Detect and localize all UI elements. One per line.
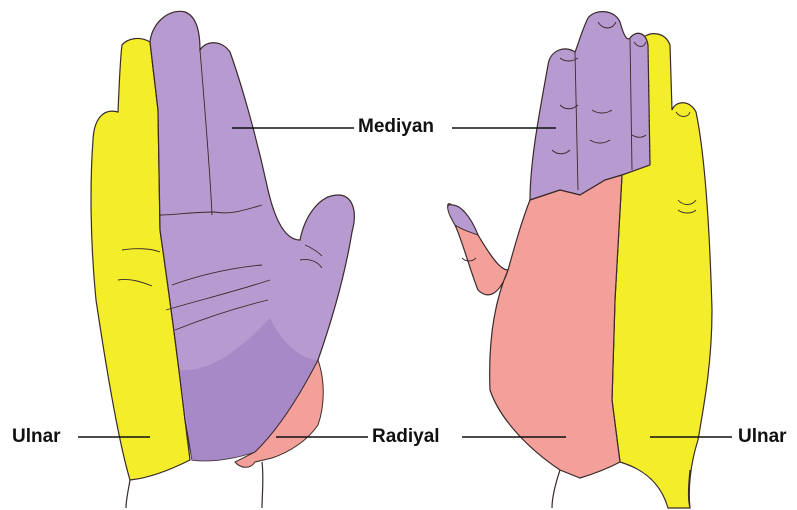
ulnar-nerve-label-left: Ulnar [12, 426, 61, 448]
right-hand-dorsum [448, 12, 712, 508]
right-median-zone [530, 12, 650, 200]
radial-nerve-label: Radiyal [372, 426, 440, 448]
left-hand-palm [91, 11, 354, 508]
median-nerve-label: Mediyan [358, 116, 434, 138]
ulnar-nerve-label-right: Ulnar [738, 426, 787, 448]
right-radial-zone [448, 175, 622, 478]
